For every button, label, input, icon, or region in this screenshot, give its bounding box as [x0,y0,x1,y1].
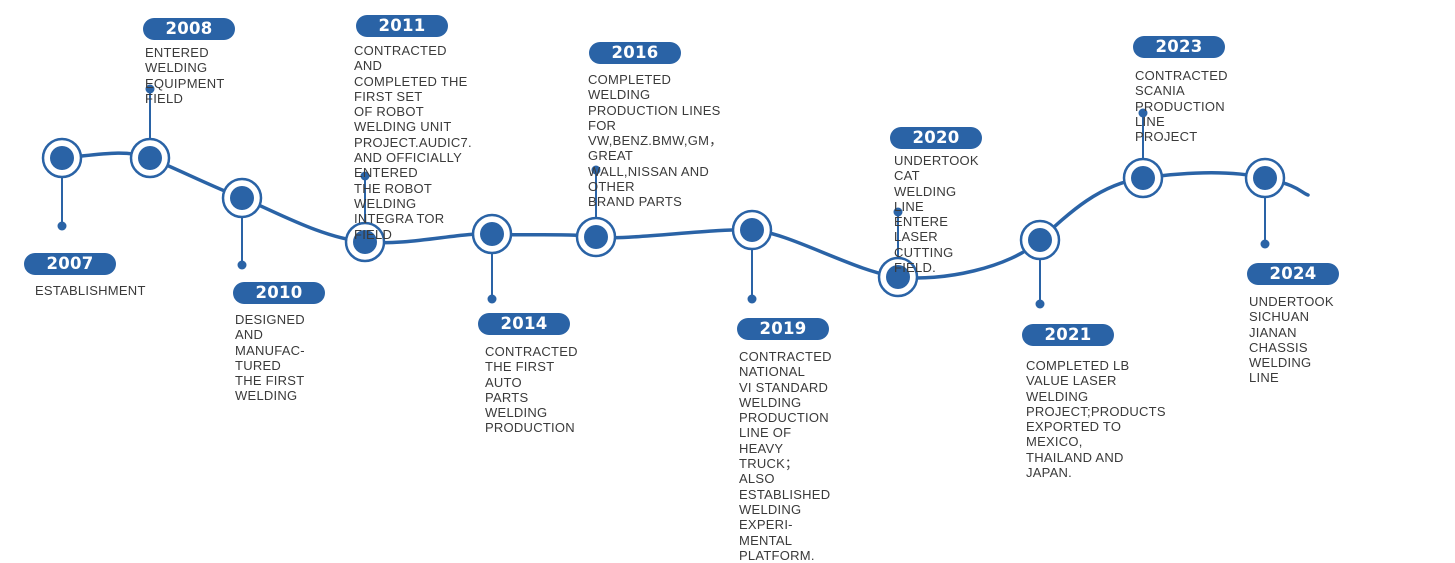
event-description: ESTABLISHMENT [35,283,146,298]
event-description: COMPLETED WELDING PRODUCTION LINES FOR V… [588,72,723,210]
node-core-2010 [230,186,254,210]
event-description: DESIGNED AND MANUFAC- TURED THE FIRST WE… [235,312,305,404]
node-core-2016 [584,225,608,249]
event-description: ENTERED WELDING EQUIPMENT FIELD [145,45,225,106]
year-badge: 2023 [1133,36,1225,58]
node-core-2008 [138,146,162,170]
connector-dot-2019 [747,294,757,304]
connector-dot-2007 [57,221,67,231]
year-badge: 2010 [233,282,325,304]
year-badge: 2007 [24,253,116,275]
node-core-2023 [1131,166,1155,190]
connector-dot-2008 [145,84,155,94]
node-core-2024 [1253,166,1277,190]
event-description: CONTRACTED THE FIRST AUTO PARTS WELDING … [485,344,578,436]
year-badge: 2014 [478,313,570,335]
node-core-2014 [480,222,504,246]
year-badge: 2008 [143,18,235,40]
timeline-diagram [41,84,1310,309]
event-description: CONTRACTED AND COMPLETED THE FIRST SET O… [354,43,472,242]
year-badge: 2020 [890,127,982,149]
node-core-2020 [886,265,910,289]
event-description: CONTRACTED NATIONAL VI STANDARD WELDING … [739,349,832,563]
connector-dot-2023 [1138,108,1148,118]
connector-dot-2014 [487,294,497,304]
connector-dot-2011 [360,171,370,181]
connector-dot-2020 [893,207,903,217]
node-core-2021 [1028,228,1052,252]
event-description: COMPLETED LB VALUE LASER WELDING PROJECT… [1026,358,1166,481]
year-badge: 2019 [737,318,829,340]
event-description: UNDERTOOK SICHUAN JIANAN CHASSIS WELDING… [1249,294,1334,386]
connector-dot-2016 [591,165,601,175]
connector-dot-2024 [1260,239,1270,249]
node-core-2011 [353,230,377,254]
event-description: CONTRACTED SCANIA PRODUCTION LINE PROJEC… [1135,68,1228,145]
node-core-2019 [740,218,764,242]
year-badge: 2021 [1022,324,1114,346]
connector-dot-2021 [1035,299,1045,309]
year-badge: 2024 [1247,263,1339,285]
event-description: UNDERTOOK CAT WELDING LINE ENTERE LASER … [894,153,979,276]
node-core-2007 [50,146,74,170]
year-badge: 2016 [589,42,681,64]
year-badge: 2011 [356,15,448,37]
connector-dot-2010 [237,260,247,270]
